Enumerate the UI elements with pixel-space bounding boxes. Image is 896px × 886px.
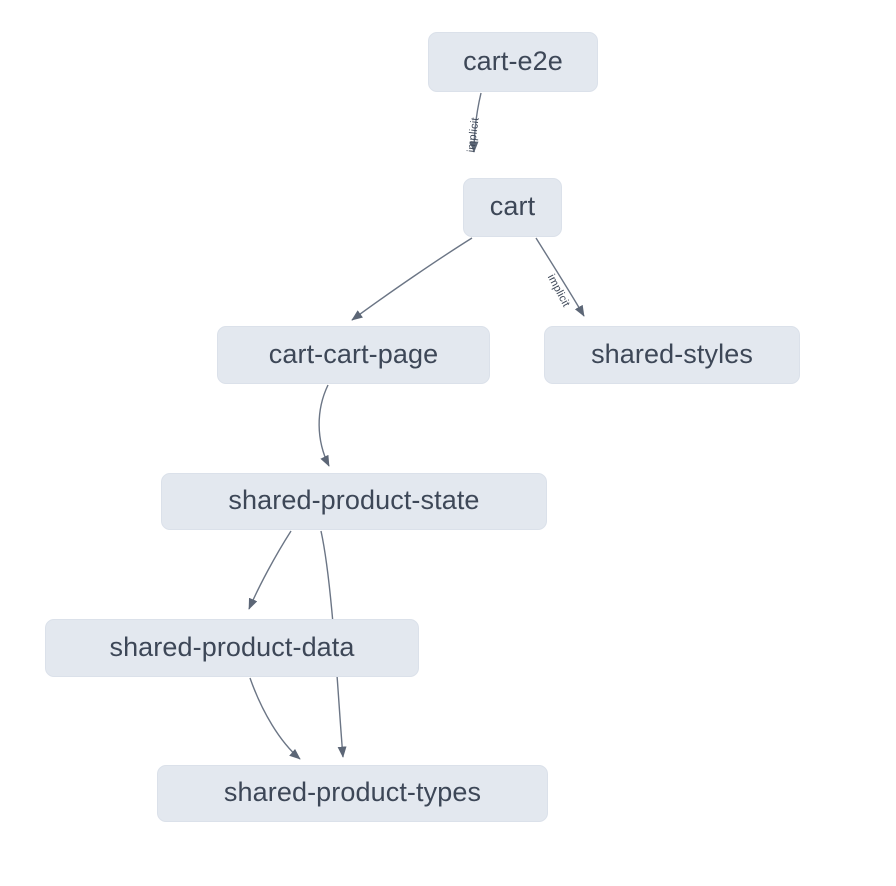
graph-node-label: shared-styles — [591, 338, 753, 369]
graph-edge-cart-to-shared-styles — [535, 237, 585, 317]
graph-edge-shared-product-data-to-shared-product-types — [249, 677, 301, 760]
graph-node-cart-e2e[interactable]: cart-e2e — [428, 32, 598, 92]
graph-node-label: cart — [489, 191, 536, 221]
graph-node-label: shared-product-state — [228, 485, 480, 515]
graph-node-shared-product-state[interactable]: shared-product-state — [161, 473, 547, 530]
graph-node-label: cart-e2e — [463, 45, 563, 76]
graph-edge-cart-to-cart-cart-page — [351, 237, 473, 321]
graph-node-cart-cart-page[interactable]: cart-cart-page — [217, 326, 490, 384]
graph-node-label: shared-product-data — [109, 631, 355, 662]
graph-node-shared-styles[interactable]: shared-styles — [544, 326, 800, 384]
graph-node-label: cart-cart-page — [268, 338, 439, 369]
graph-node-shared-product-types[interactable]: shared-product-types — [157, 765, 548, 822]
graph-node-shared-product-data[interactable]: shared-product-data — [45, 619, 419, 677]
graph-edge-cart-e2e-to-cart — [469, 92, 482, 153]
graph-edge-cart-cart-page-to-shared-product-state — [318, 384, 330, 467]
graph-node-cart[interactable]: cart — [463, 178, 562, 237]
graph-edge-shared-product-state-to-shared-product-data — [248, 530, 292, 610]
graph-node-label: shared-product-types — [223, 777, 482, 807]
